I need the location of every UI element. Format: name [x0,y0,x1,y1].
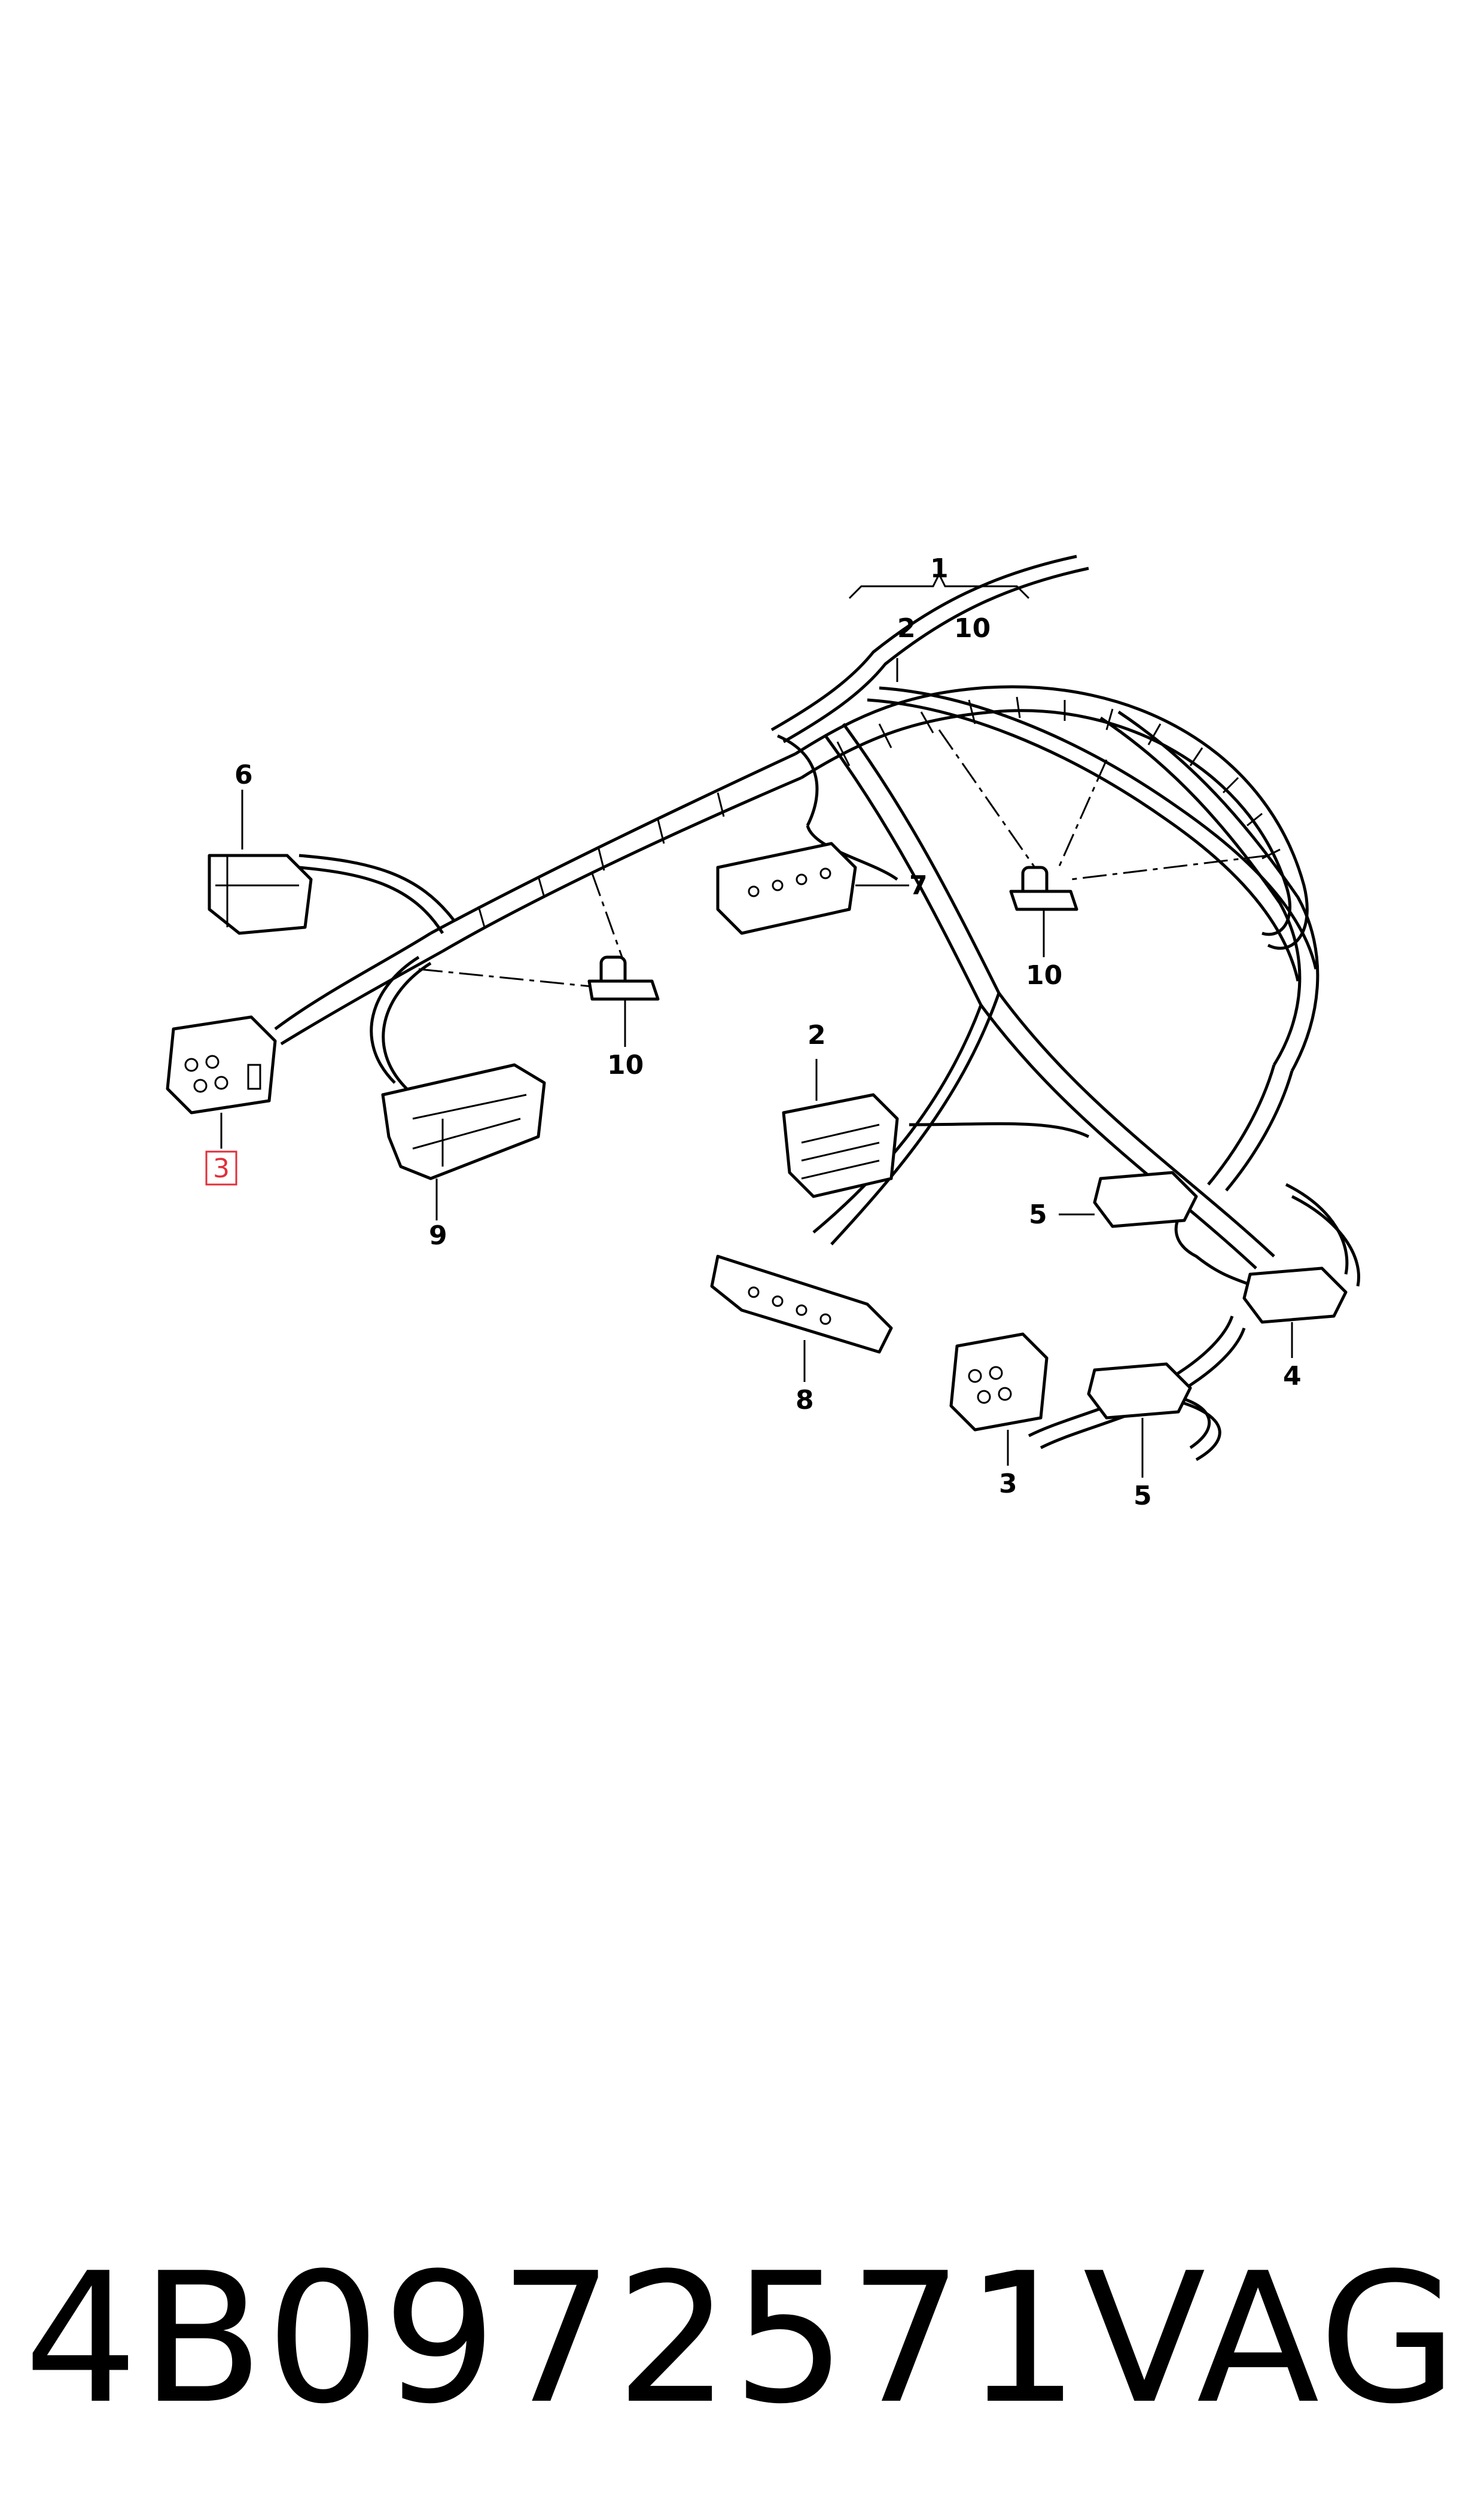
connector-3-left [166,1015,277,1115]
callout-5-upper: 5 [1029,1199,1047,1230]
connector-3-bottom [949,1332,1049,1432]
connector-5-lower [1087,1362,1192,1420]
callout-5-lower: 5 [1133,1481,1152,1511]
callout-6: 6 [234,760,253,790]
callout-8: 8 [796,1385,814,1415]
grommet-10-right [1009,866,1078,911]
harness-sleeve [429,685,1309,953]
connector-6 [208,854,313,935]
mounting-lines [418,729,1269,988]
callout-1: 1 [930,553,949,584]
callout-9: 9 [429,1220,447,1251]
callout-3-left: 3 [213,1153,230,1184]
footer: 4B0972571 VAG [0,2213,1484,2465]
callout-2-top: 2 [897,613,916,644]
leader-lines [220,572,1293,1478]
callouts: 1 2 10 6 7 10 10 3 9 2 5 4 8 3 5 [205,553,1302,1511]
left-branches [274,854,456,1090]
callout-7: 7 [909,870,928,901]
callout-4: 4 [1283,1361,1302,1392]
brand-name: VAG [1083,2234,1460,2443]
connector-5-upper [1093,1171,1198,1228]
connector-8 [710,1255,893,1354]
part-number: 4B0972571 [24,2234,1082,2443]
callout-10-top: 10 [954,613,991,644]
connector-4 [1242,1266,1348,1324]
callout-3-highlight [205,1150,237,1186]
callout-10-right: 10 [1026,960,1062,991]
connector-2 [782,1093,899,1198]
callout-2-mid: 2 [807,1020,826,1051]
callout-10-left: 10 [607,1050,644,1080]
connector-9 [381,1063,546,1180]
grommet-10-left [587,955,660,1001]
callout-3-bottom: 3 [999,1469,1017,1499]
wiring-harness-diagram: 1 2 10 6 7 10 10 3 9 2 5 4 8 3 5 [166,553,1360,1511]
connector-7 [716,842,857,935]
